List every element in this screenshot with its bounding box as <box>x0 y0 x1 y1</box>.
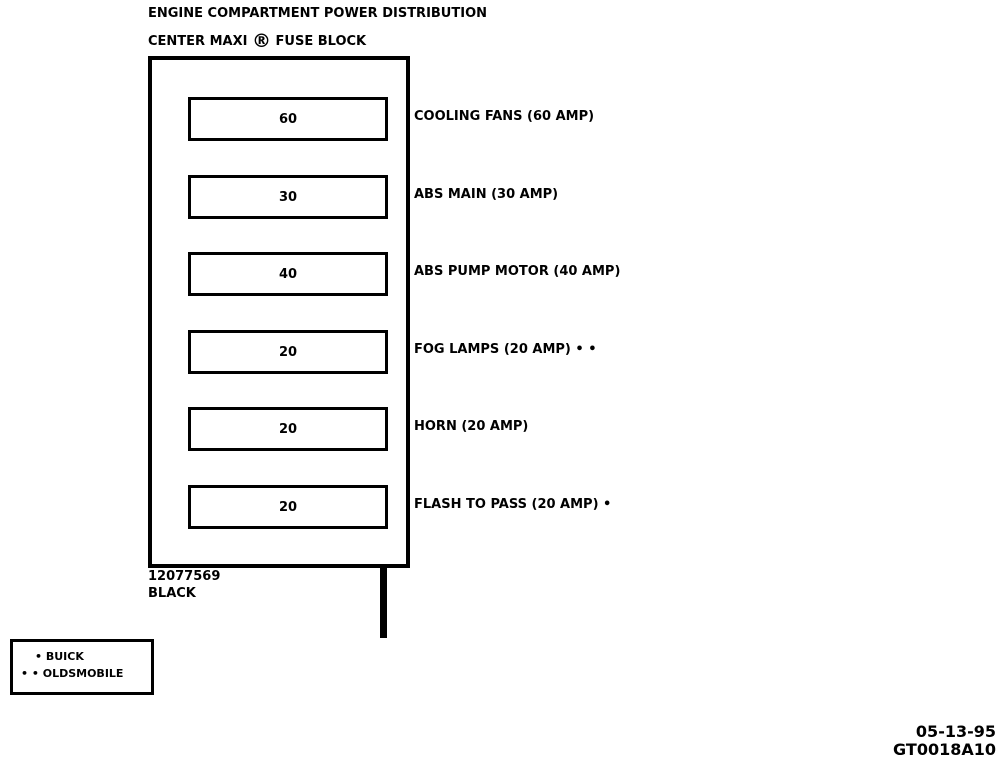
fuse-fog-lamps: 20 <box>188 330 388 374</box>
diagram-title-line2: CENTER MAXI ® FUSE BLOCK <box>148 30 366 52</box>
legend-oldsmobile: • • OLDSMOBILE <box>21 667 124 680</box>
fuse-flash-to-pass: 20 <box>188 485 388 529</box>
label-abs-main: ABS MAIN (30 AMP) <box>414 187 559 202</box>
connector-stem <box>380 564 387 638</box>
diagram-title-line1: ENGINE COMPARTMENT POWER DISTRIBUTION <box>148 6 488 21</box>
label-horn: HORN (20 AMP) <box>414 419 529 434</box>
footer-figure-code: GT0018A10 <box>893 740 996 759</box>
fuse-abs-main: 30 <box>188 175 388 219</box>
title-suffix: FUSE BLOCK <box>275 34 367 49</box>
registered-mark: ® <box>251 30 271 52</box>
label-fog-lamps: FOG LAMPS (20 AMP) • • <box>414 342 597 357</box>
legend-buick: • BUICK <box>35 650 84 663</box>
footer-date: 05-13-95 <box>915 722 996 741</box>
label-flash-to-pass: FLASH TO PASS (20 AMP) • <box>414 497 612 512</box>
part-color: BLACK <box>148 586 196 601</box>
title-prefix: CENTER MAXI <box>148 34 248 49</box>
fuse-abs-pump-motor: 40 <box>188 252 388 296</box>
label-cooling-fans: COOLING FANS (60 AMP) <box>414 109 595 124</box>
fuse-horn: 20 <box>188 407 388 451</box>
fuse-cooling-fans: 60 <box>188 97 388 141</box>
legend-box: • BUICK • • OLDSMOBILE <box>10 639 154 695</box>
fuse-block-outline <box>148 56 410 568</box>
part-number: 12077569 <box>148 569 221 584</box>
label-abs-pump-motor: ABS PUMP MOTOR (40 AMP) <box>414 264 621 279</box>
